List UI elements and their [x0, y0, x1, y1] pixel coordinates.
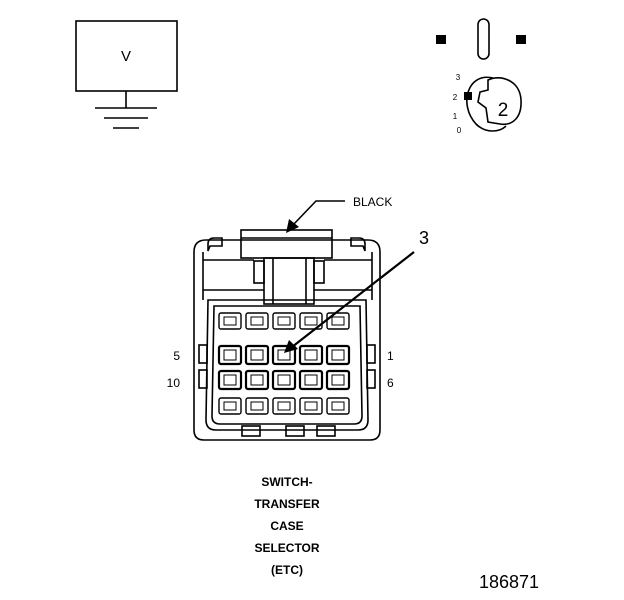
black-label: BLACK — [353, 195, 392, 209]
upper-cavity — [326, 312, 350, 330]
mating-cavity-row-1 — [271, 344, 297, 366]
latch-housing — [240, 229, 333, 259]
mating-cavity-row-1-terminal — [250, 349, 264, 361]
connector-face — [193, 229, 381, 441]
upper-cavity-terminal — [223, 316, 237, 326]
mating-cavity-row-1-terminal — [223, 349, 237, 361]
side-key-left-bottom — [198, 369, 208, 389]
lower-cavity-terminal — [331, 401, 345, 411]
cavity-block — [205, 299, 369, 431]
caption-line-3: CASE — [270, 519, 303, 533]
left-terminal — [436, 35, 446, 44]
side-key-right-bottom — [366, 369, 376, 389]
selector-pin-number: 2 — [498, 100, 509, 121]
latch-tab-left — [253, 260, 265, 284]
mating-cavity-row-2-terminal — [277, 374, 291, 386]
bottom-tab-center — [285, 425, 305, 437]
mating-cavity-row-1 — [325, 344, 351, 366]
pin-3-arrowhead — [284, 340, 298, 353]
mating-cavity-row-2-terminal — [304, 374, 318, 386]
slot-terminal — [477, 18, 490, 60]
pin-3-leader-line — [291, 251, 415, 348]
upper-cavity-terminal — [304, 316, 318, 326]
bottom-tab-right — [316, 425, 336, 437]
position-0-label: 0 — [457, 126, 462, 135]
cavity-block-inner — [211, 305, 363, 425]
pin-1-label: 1 — [387, 349, 394, 363]
pin-6-label: 6 — [387, 376, 394, 390]
selector-switch-icon — [436, 18, 526, 132]
mating-cavity-row-2 — [271, 369, 297, 391]
upper-cavity — [218, 312, 242, 330]
lower-cavity-terminal — [304, 401, 318, 411]
mating-cavity-row-2 — [217, 369, 243, 391]
lower-cavity — [245, 397, 269, 415]
position-3-label: 3 — [456, 73, 461, 82]
upper-cavity-terminal — [277, 316, 291, 326]
pin-3-callout-label: 3 — [419, 228, 429, 248]
mating-cavity-row-1 — [298, 344, 324, 366]
black-leader-line — [292, 200, 345, 226]
caption-line-2: TRANSFER — [254, 497, 320, 511]
lower-cavity-terminal — [250, 401, 264, 411]
caption-line-1: SWITCH- — [261, 475, 312, 489]
mating-cavity-row-1-terminal — [277, 349, 291, 361]
side-key-right-top — [366, 344, 376, 364]
caption-line-5: (ETC) — [271, 563, 303, 577]
upper-cavity-terminal — [250, 316, 264, 326]
upper-cavity — [245, 312, 269, 330]
pin-10-label: 10 — [167, 376, 181, 390]
mating-cavity-row-2-terminal — [331, 374, 345, 386]
component-caption: SWITCH- TRANSFER CASE SELECTOR (ETC) — [254, 475, 320, 577]
caption-line-4: SELECTOR — [254, 541, 319, 555]
figure-number: 186871 — [479, 572, 539, 592]
mating-cavity-row-1 — [217, 344, 243, 366]
lower-cavity — [326, 397, 350, 415]
pin-cavities — [217, 312, 351, 415]
mating-cavity-row-2 — [244, 369, 270, 391]
selector-pointer — [464, 92, 472, 100]
pin-3-pointer — [284, 251, 415, 353]
black-callout — [286, 200, 345, 233]
lower-cavity-terminal — [277, 401, 291, 411]
lower-cavity — [272, 397, 296, 415]
mating-cavity-row-2-terminal — [223, 374, 237, 386]
voltmeter-symbol — [75, 20, 178, 129]
bottom-tab-left — [241, 425, 261, 437]
mating-cavity-row-2 — [298, 369, 324, 391]
left-latch-ear — [207, 237, 223, 252]
mating-cavity-row-1 — [244, 344, 270, 366]
lower-cavity-terminal — [223, 401, 237, 411]
mating-cavity-row-1-terminal — [304, 349, 318, 361]
upper-cavity-terminal — [331, 316, 345, 326]
pin-5-label: 5 — [173, 349, 180, 363]
lower-cavity — [218, 397, 242, 415]
position-2-label: 2 — [453, 93, 458, 102]
position-1-label: 1 — [453, 112, 458, 121]
mating-cavity-row-1-terminal — [331, 349, 345, 361]
upper-cavity — [299, 312, 323, 330]
mating-cavity-row-2 — [325, 369, 351, 391]
selector-knob-back — [466, 76, 507, 132]
right-latch-ear — [350, 237, 366, 252]
selector-knob-front — [477, 76, 522, 126]
right-terminal — [516, 35, 526, 44]
meter-label: V — [121, 48, 131, 65]
upper-cavity — [272, 312, 296, 330]
latch-tab-right — [313, 260, 325, 284]
connector-shell — [193, 239, 381, 441]
side-key-left-top — [198, 344, 208, 364]
mating-cavity-row-2-terminal — [250, 374, 264, 386]
lower-cavity — [299, 397, 323, 415]
